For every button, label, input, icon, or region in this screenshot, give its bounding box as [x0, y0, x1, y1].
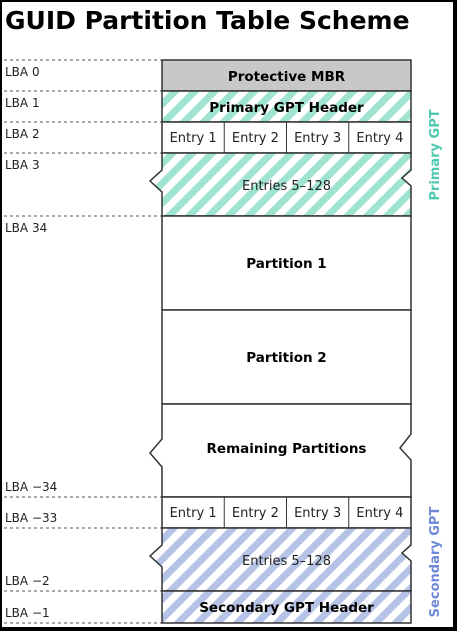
diagram-title: GUID Partition Table Scheme: [5, 6, 410, 35]
lba-label-2: LBA 2: [5, 127, 40, 141]
lba-label-3: LBA 3: [5, 158, 40, 172]
primary-gpt-header-label: Primary GPT Header: [209, 100, 364, 116]
partition-1-label: Partition 1: [246, 256, 326, 272]
secondary-gpt-side-label: Secondary GPT: [428, 507, 443, 618]
secondary-entry-3: Entry 3: [294, 506, 341, 521]
lba-label-minus-34: LBA −34: [5, 480, 57, 494]
secondary-gpt-header-block: [161, 590, 412, 624]
lba-label-1: LBA 1: [5, 96, 40, 110]
secondary-entry-dividers: [223, 497, 350, 528]
primary-gpt-header-block: [161, 90, 412, 123]
lba-label-34: LBA 34: [5, 221, 47, 235]
lba-label-minus-2: LBA −2: [5, 574, 50, 588]
lba-guide-lines: [4, 59, 162, 624]
secondary-entries-rest-label: Entries 5–128: [242, 554, 331, 569]
secondary-entry-1: Entry 1: [170, 506, 217, 521]
remaining-partitions-label: Remaining Partitions: [207, 441, 367, 457]
lba-label-minus-33: LBA −33: [5, 511, 57, 525]
primary-entry-3: Entry 3: [294, 131, 341, 146]
primary-entries-rest-label: Entries 5–128: [242, 179, 331, 194]
secondary-entry-4: Entry 4: [356, 506, 403, 521]
secondary-gpt-header-label: Secondary GPT Header: [199, 600, 374, 616]
primary-entry-2: Entry 2: [232, 131, 279, 146]
gpt-diagram: GUID Partition Table Scheme LBA 0 LBA 1 …: [4, 6, 443, 624]
primary-gpt-side-label: Primary GPT: [428, 109, 443, 200]
lba-label-minus-1: LBA −1: [5, 606, 50, 620]
partition-2-block: [161, 309, 412, 405]
lba-label-0: LBA 0: [5, 65, 40, 79]
primary-entry-dividers: [223, 122, 350, 153]
primary-entry-4: Entry 4: [356, 131, 403, 146]
secondary-entry-2: Entry 2: [232, 506, 279, 521]
partition-2-label: Partition 2: [246, 350, 326, 366]
protective-mbr-label: Protective MBR: [228, 69, 346, 85]
primary-entry-1: Entry 1: [170, 131, 217, 146]
diagram-frame: GUID Partition Table Scheme LBA 0 LBA 1 …: [2, 2, 453, 627]
